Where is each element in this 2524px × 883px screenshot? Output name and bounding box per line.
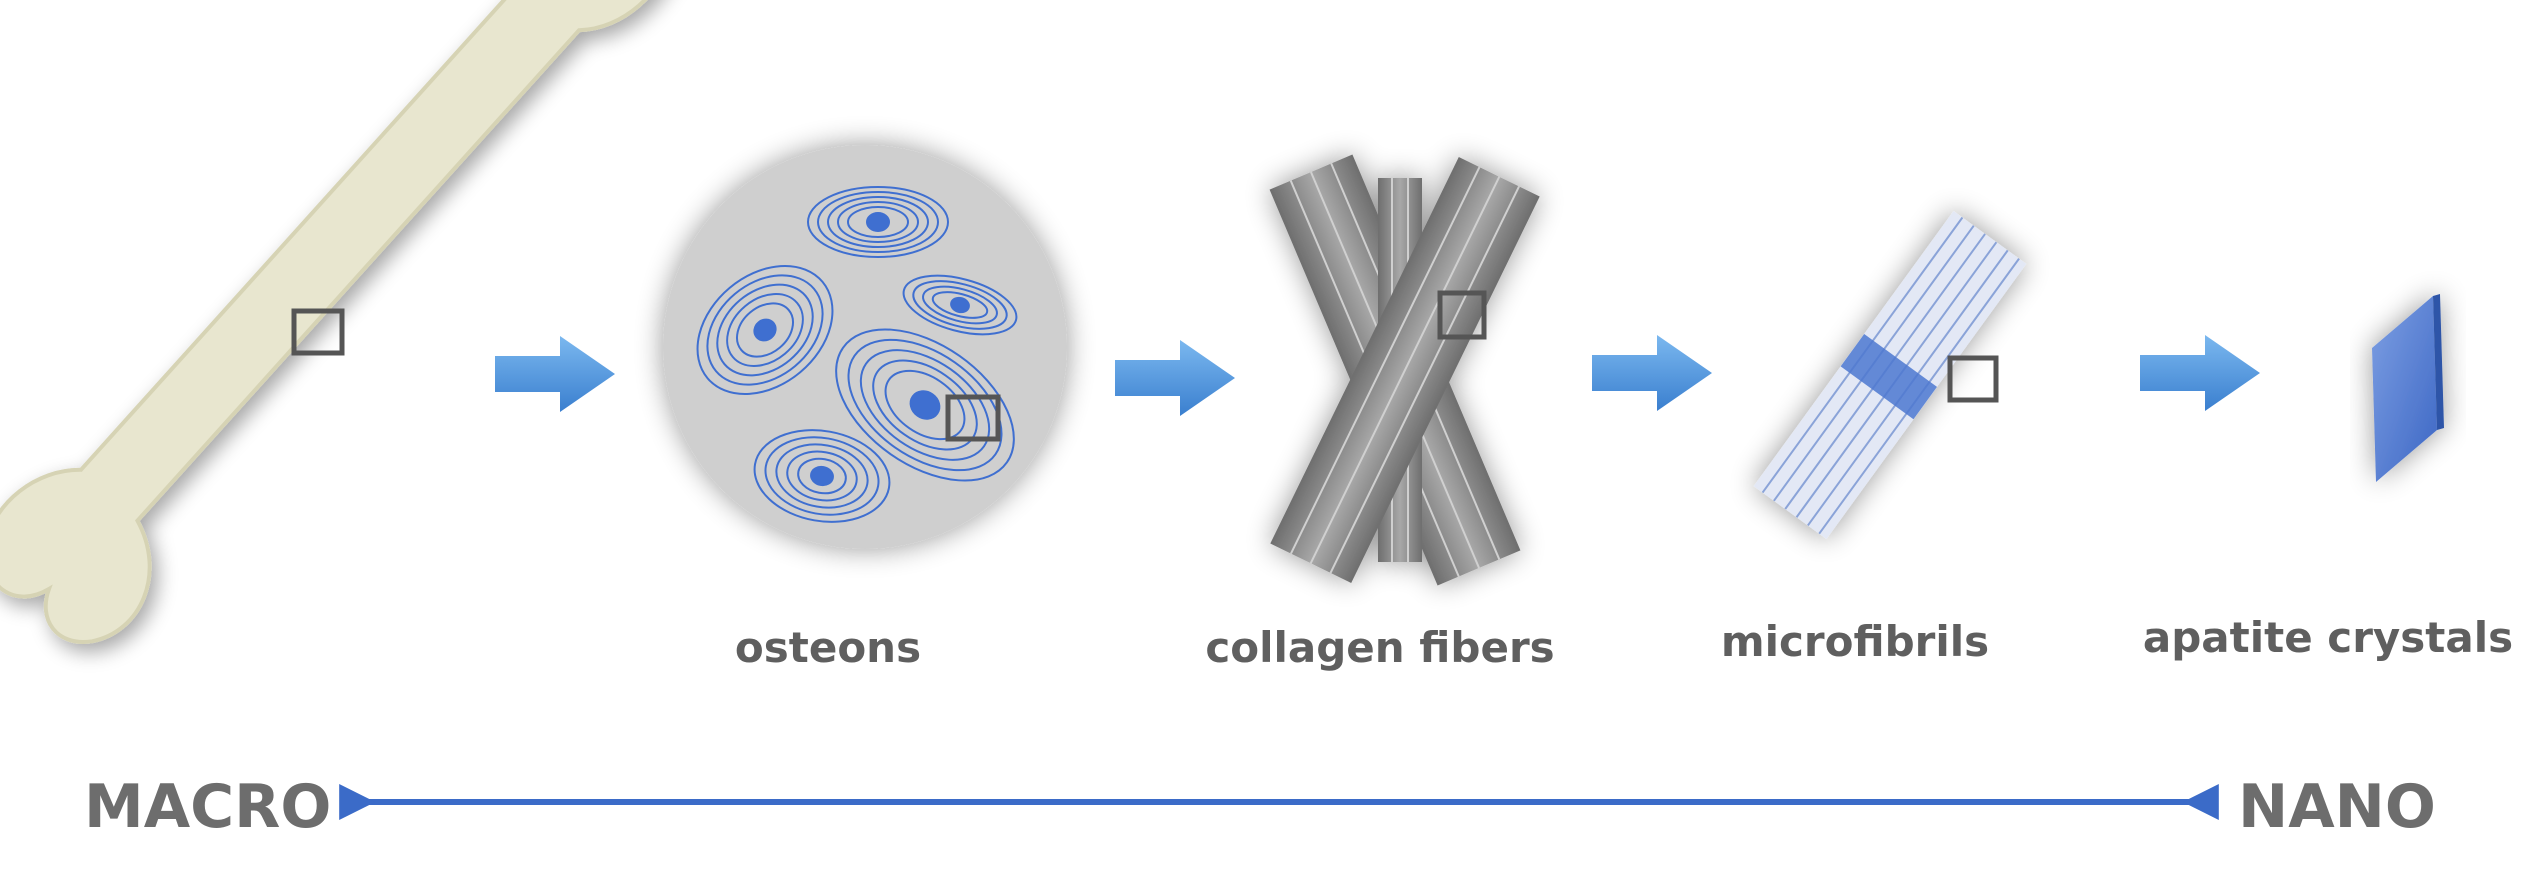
arrow-right-icon <box>1115 340 1235 416</box>
bone-zoom-box <box>291 308 345 356</box>
osteons-zoom-box <box>945 394 1001 442</box>
arrow-right-icon <box>495 336 615 412</box>
microfibrils-label: microfibrils <box>1720 617 1990 666</box>
bone-icon <box>0 0 676 644</box>
microfibrils-zoom-box <box>1947 355 1999 403</box>
collagen-fibers-label: collagen fibers <box>1205 623 1555 672</box>
apatite-crystal-icon <box>2372 294 2444 482</box>
collagen-fibers-icon <box>1269 154 1540 586</box>
osteons-icon <box>663 145 1067 549</box>
macro-label: MACRO <box>84 772 332 842</box>
collagen-zoom-box <box>1437 290 1487 340</box>
microfibrils-icon <box>1753 211 2027 539</box>
nano-label: NANO <box>2238 772 2436 842</box>
apatite-crystals-label: apatite crystals <box>2142 613 2514 662</box>
osteons-label: osteons <box>734 623 922 672</box>
arrow-right-icon <box>1592 335 1712 411</box>
arrow-right-icon <box>2140 335 2260 411</box>
